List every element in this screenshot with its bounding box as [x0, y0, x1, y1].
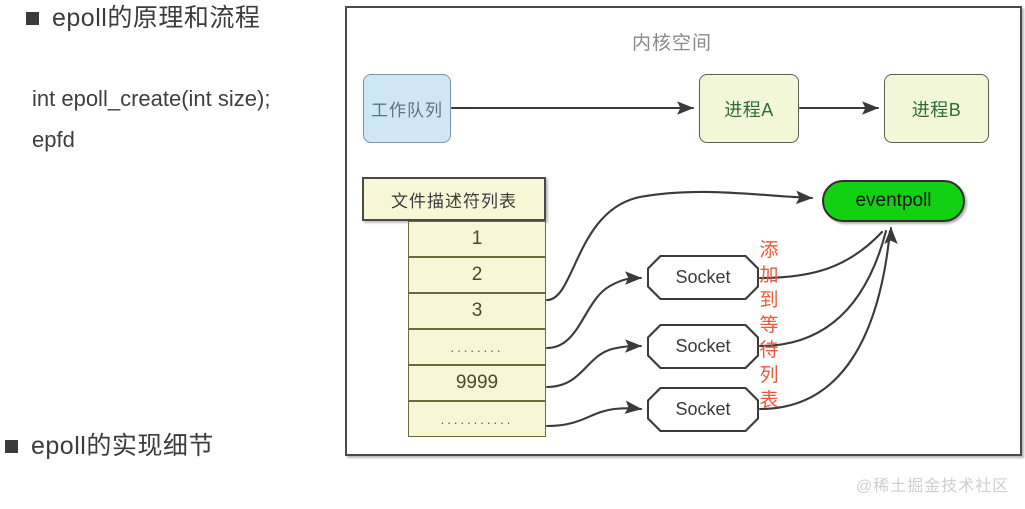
- node-socket[interactable]: Socket: [647, 387, 759, 432]
- node-work-queue[interactable]: 工作队列: [363, 74, 451, 143]
- node-process-a[interactable]: 进程A: [699, 74, 799, 143]
- node-eventpoll[interactable]: eventpoll: [822, 180, 965, 222]
- annotation-char: 列: [759, 365, 779, 386]
- bullet-label: epoll的实现细节: [31, 432, 214, 460]
- panel-title: 内核空间: [632, 33, 713, 54]
- socket-label: Socket: [649, 389, 757, 430]
- code-line-epfd: epfd: [32, 127, 75, 152]
- socket-label: Socket: [649, 257, 757, 298]
- node-process-b[interactable]: 进程B: [884, 74, 989, 143]
- annotation-char: 加: [759, 265, 779, 286]
- fd-table-row[interactable]: 9999: [408, 365, 546, 401]
- square-bullet-icon: [26, 12, 39, 25]
- fd-table-row[interactable]: 3: [408, 293, 546, 329]
- annotation-char: 到: [759, 290, 779, 311]
- annotation-add-to-wait-list: 添 加 到 等 待 列 表: [756, 238, 782, 413]
- watermark: @稀土掘金技术社区: [856, 478, 1010, 495]
- fd-table-row[interactable]: 2: [408, 257, 546, 293]
- fd-table-row[interactable]: 1: [408, 221, 546, 257]
- socket-label: Socket: [649, 326, 757, 367]
- fd-table-row[interactable]: ...........: [408, 401, 546, 437]
- annotation-char: 添: [759, 240, 779, 261]
- bullet-item-epoll-principle: epoll的原理和流程: [26, 6, 260, 31]
- node-socket[interactable]: Socket: [647, 324, 759, 369]
- bullet-item-epoll-details: epoll的实现细节: [5, 434, 214, 459]
- fd-table-header: 文件描述符列表: [362, 177, 546, 221]
- fd-table-row[interactable]: ........: [408, 329, 546, 365]
- square-bullet-icon: [5, 440, 18, 453]
- annotation-char: 待: [759, 340, 779, 361]
- bullet-label: epoll的原理和流程: [52, 4, 261, 32]
- code-line-epoll-create: int epoll_create(int size);: [32, 86, 271, 111]
- node-socket[interactable]: Socket: [647, 255, 759, 300]
- annotation-char: 等: [759, 315, 779, 336]
- annotation-char: 表: [759, 390, 779, 411]
